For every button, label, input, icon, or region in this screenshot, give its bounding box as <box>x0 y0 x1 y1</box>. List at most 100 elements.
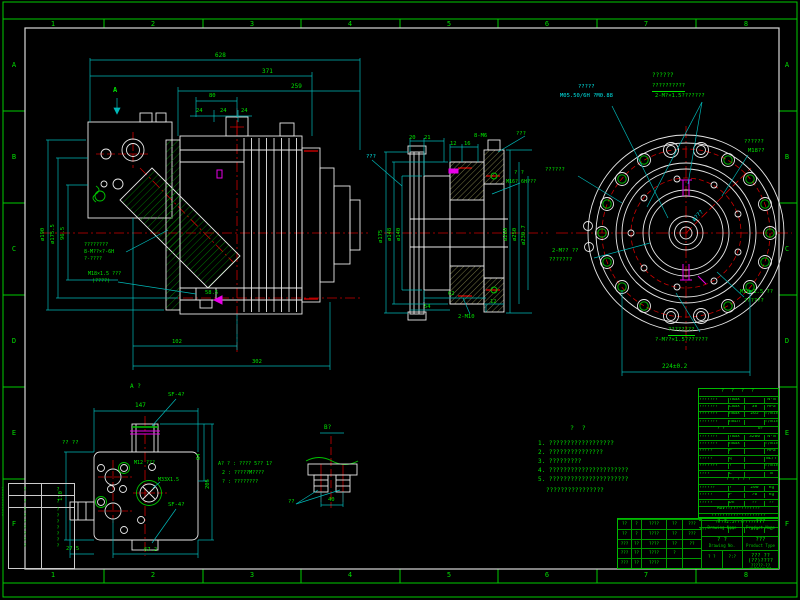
dim-text: ø230.7 <box>521 225 527 245</box>
dim-text: 62 <box>448 291 455 297</box>
zone-row-right: A <box>784 61 790 69</box>
zone-col-top: 6 <box>544 19 550 28</box>
revision-header-row: ?? <box>9 496 74 508</box>
dim-text: ø190 <box>40 227 46 241</box>
callout: M18?? <box>748 148 765 154</box>
thread-callout: ????? <box>578 84 595 90</box>
dim-text: 21 <box>424 135 431 141</box>
frame-edge-text: ?????? <box>0 488 5 518</box>
dim-text: 205 <box>205 479 211 489</box>
thread-callout: 8-M??×?-6H <box>84 249 115 255</box>
note-line: 4. ?????????????????????? <box>538 467 629 474</box>
end-view-geometry <box>583 134 785 332</box>
port-view-geometry <box>69 423 199 551</box>
zone-row-left: E <box>11 429 17 437</box>
zone-col-top: 7 <box>643 19 649 28</box>
dim-text: 20 <box>409 135 416 141</box>
dim-text: 84 <box>196 453 202 460</box>
product-name-field: ??? Product Name <box>746 519 775 530</box>
view-arrow-label: A <box>113 86 118 94</box>
dim-text: 147 <box>135 402 146 409</box>
zone-col-bottom: 1 <box>50 571 56 579</box>
spec-row: ????????r/min <box>699 462 778 470</box>
zone-col-top: 3 <box>249 19 255 28</box>
thread-callout: M33X1.5 <box>158 477 180 483</box>
zone-col-bottom: 5 <box>446 571 452 579</box>
zone-col-bottom: 2 <box>150 571 156 579</box>
spec-model-line: ??????????-????????? <box>699 513 778 520</box>
dimension-lines <box>46 58 751 558</box>
zone-col-bottom: 7 <box>643 571 649 579</box>
dim-text: 16 <box>464 141 471 147</box>
callout: ? ? <box>514 170 524 176</box>
company-field: ??? ??(??)???? ?????-?? HYDRAULIC CO.,LT… <box>743 550 778 568</box>
note-line: 3. ????????? <box>538 458 582 465</box>
side-view-geometry <box>87 112 361 315</box>
spec-table-title: ? ? ? ? <box>720 388 757 394</box>
company-name: ??? ??(??)???? <box>748 553 773 565</box>
thread-callout: ?????? <box>744 298 764 304</box>
drawing-fields: ? ? Drawing Name ? ? Drawing No. ? ??:? <box>702 519 743 568</box>
thread-callout: M05.50/6H ?M0.88 <box>560 93 613 99</box>
dim-text: 24 <box>220 108 227 114</box>
thread-callout: 2-M10 <box>458 314 475 320</box>
zone-col-top: 8 <box>743 19 749 28</box>
thread-callout: ???????? <box>84 242 109 248</box>
thread-callout: M18×1.5 ??? <box>88 271 122 277</box>
note-line: ???????????????? <box>546 487 604 494</box>
zone-row-left: A <box>11 61 17 69</box>
zone-col-top: 1 <box>50 19 56 28</box>
dim-text: 27.5 <box>66 546 80 552</box>
thread-callout: 2-M?×1.5??????? <box>655 93 705 99</box>
revision-block: ?? ?? ??????? ??????? <box>8 483 75 569</box>
notes-title: ? ? <box>570 424 586 432</box>
dim-text: 12 <box>450 141 457 147</box>
zone-row-left: C <box>11 245 17 253</box>
bolt-hole-seals <box>597 155 775 311</box>
signature-row: ?????????? <box>618 548 701 559</box>
drawing-no-field: ? ? Drawing No. <box>702 536 742 550</box>
zone-col-bottom: 3 <box>249 571 255 579</box>
dim-text: 24 <box>196 108 203 114</box>
thread-callout: ???????? <box>668 327 695 336</box>
drawing-name-field: ? ? Drawing Name <box>707 519 737 530</box>
signature-row: ????????????? <box>618 538 701 549</box>
dim-text: 628 <box>215 52 226 59</box>
view-note: A? ? : ???? 5?? 1? <box>218 461 273 467</box>
dim-text: ø260 <box>503 227 509 241</box>
zone-row-left: F <box>11 520 17 528</box>
product-type-field: ??? Product Type <box>743 536 778 550</box>
dim-text: ø148 <box>387 227 393 241</box>
port-label: ??? <box>366 154 376 160</box>
dim-text: 58.5 <box>205 290 219 296</box>
zone-row-left: D <box>11 337 17 345</box>
bolt-holes-inner <box>627 175 742 291</box>
signature-row: ???????????? <box>618 519 701 529</box>
dim-text: 96.5 <box>60 226 66 240</box>
note-line: 5. ?????????????????????? <box>538 476 629 483</box>
zone-row-right: E <box>784 429 790 437</box>
spec-separator-row: ? ?G? <box>699 425 778 433</box>
thread-callout: M16? 6H??? <box>506 179 537 185</box>
zone-col-top: 4 <box>347 19 353 28</box>
callout: ?? <box>288 499 295 505</box>
dim-text: 102 <box>172 339 182 345</box>
zone-col-top: 5 <box>446 19 452 28</box>
title-block: ???????????? ???????????? ????????????? … <box>617 518 779 569</box>
dim-text: ø250 <box>512 227 518 241</box>
callout: ?????? <box>545 167 565 173</box>
spec-model-line: A6V??/??-??????? <box>699 506 778 513</box>
thread-callout: ?-???? <box>84 256 103 262</box>
dim-text: 259 <box>291 83 302 90</box>
callout: SF-4? <box>168 392 185 398</box>
